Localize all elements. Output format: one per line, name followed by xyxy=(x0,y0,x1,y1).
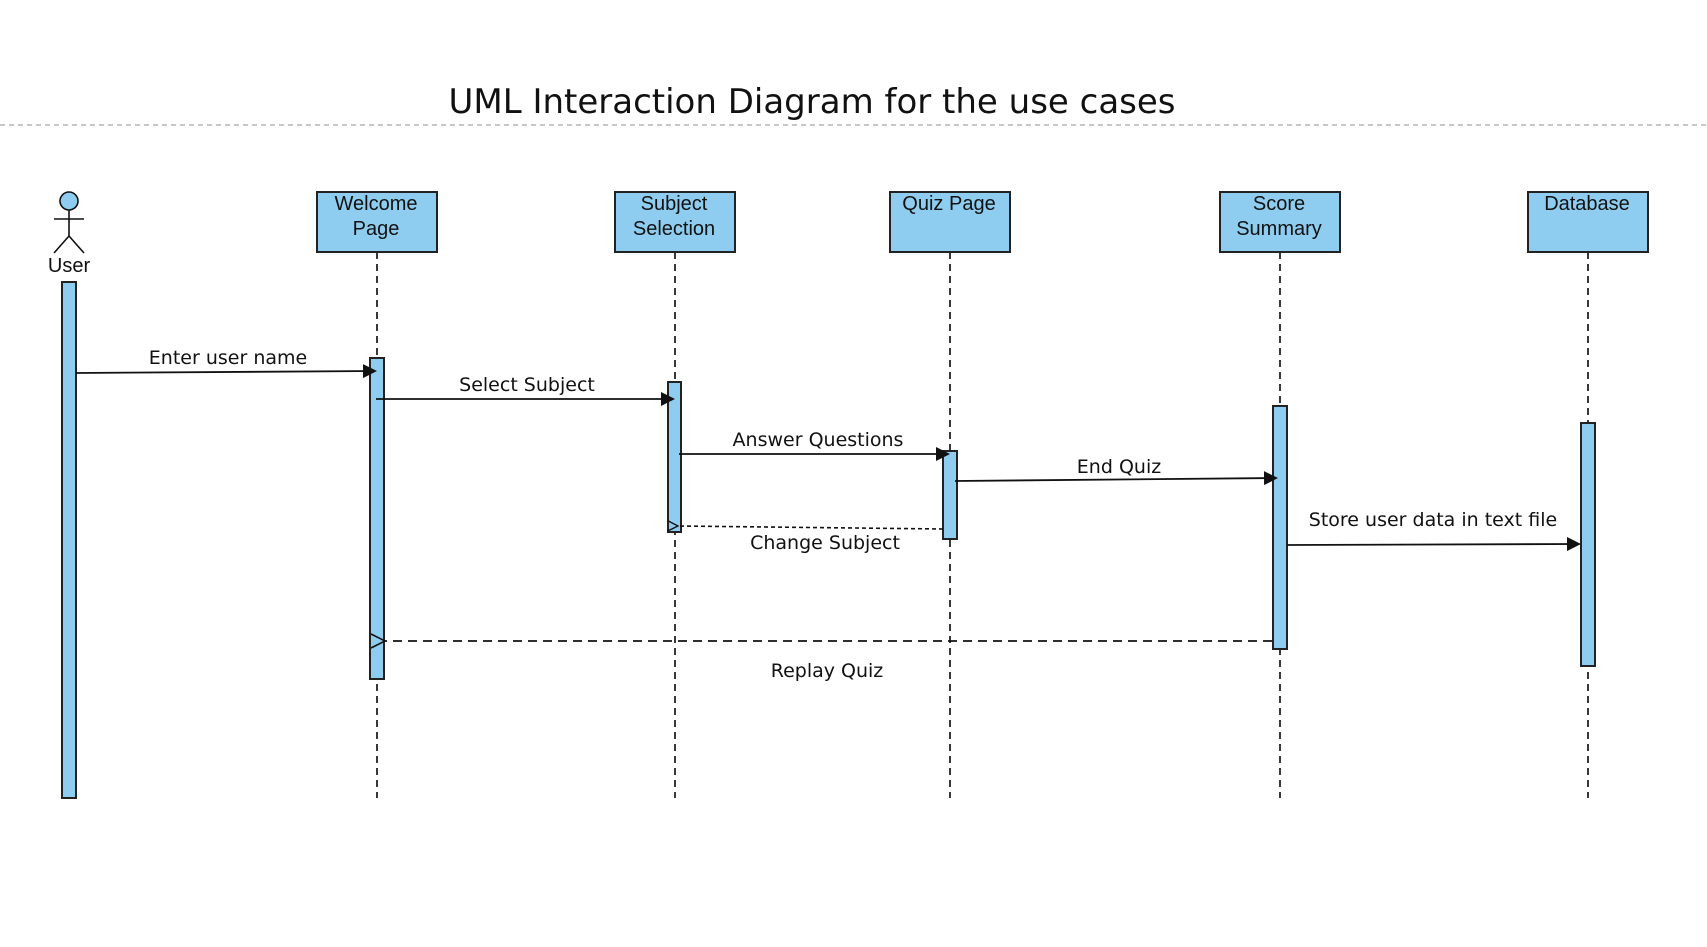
message-label: Change Subject xyxy=(750,532,900,554)
participant-database: Database xyxy=(1527,191,1649,798)
participant-score-summary: Score Summary xyxy=(1219,191,1341,798)
participant-label-line-1: Subject xyxy=(641,193,708,215)
actor-user: User xyxy=(48,191,91,799)
participant-label-line-2: Page xyxy=(353,218,400,240)
participant-label-line-1: Score xyxy=(1253,193,1305,215)
actor-name: User xyxy=(48,255,91,277)
message-arrow xyxy=(75,364,377,379)
message-enter-user-name: Enter user name xyxy=(75,347,377,379)
message-answer-questions: Answer Questions xyxy=(679,429,950,461)
message-store-user-data: Store user data in text file xyxy=(1286,509,1581,552)
message-label: Store user data in text file xyxy=(1309,509,1557,531)
activation-bar xyxy=(1580,422,1596,667)
diagram-title: UML Interaction Diagram for the use case… xyxy=(448,82,1175,122)
participant-label-line-2: Selection xyxy=(633,218,715,240)
participant-label-line-1: Database xyxy=(1544,193,1630,215)
message-label: Replay Quiz xyxy=(771,660,884,682)
message-arrow xyxy=(1286,537,1581,552)
message-label: Enter user name xyxy=(149,347,307,369)
participant-label-line-1: Quiz Page xyxy=(902,193,995,215)
message-label: End Quiz xyxy=(1077,456,1161,478)
message-label: Select Subject xyxy=(459,374,595,396)
participant-box xyxy=(614,191,736,253)
participant-quiz-page: Quiz Page xyxy=(889,191,1011,798)
activation-bar xyxy=(667,381,682,533)
participant-box xyxy=(1527,191,1649,253)
stick-figure-actor-icon xyxy=(53,191,85,254)
message-label: Answer Questions xyxy=(733,429,904,451)
message-end-quiz: End Quiz xyxy=(954,456,1278,486)
participant-box xyxy=(889,191,1011,253)
activation-bar xyxy=(1272,405,1288,650)
activation-bar xyxy=(369,357,385,680)
participant-box xyxy=(316,191,438,253)
activation-bar xyxy=(942,450,958,540)
message-change-subject: Change Subject xyxy=(678,526,944,554)
message-replay-quiz: Replay Quiz xyxy=(385,641,1272,682)
message-select-subject: Select Subject xyxy=(376,374,675,406)
participant-subject-selection: Subject Selection xyxy=(614,191,736,798)
participant-box xyxy=(1219,191,1341,253)
message-arrow xyxy=(954,471,1278,486)
return-arrow xyxy=(678,526,944,529)
participant-label-line-1: Welcome xyxy=(335,193,418,215)
participant-welcome-page: Welcome Page xyxy=(316,191,438,798)
actor-activation-bar xyxy=(61,281,77,799)
participant-label-line-2: Summary xyxy=(1236,218,1322,240)
